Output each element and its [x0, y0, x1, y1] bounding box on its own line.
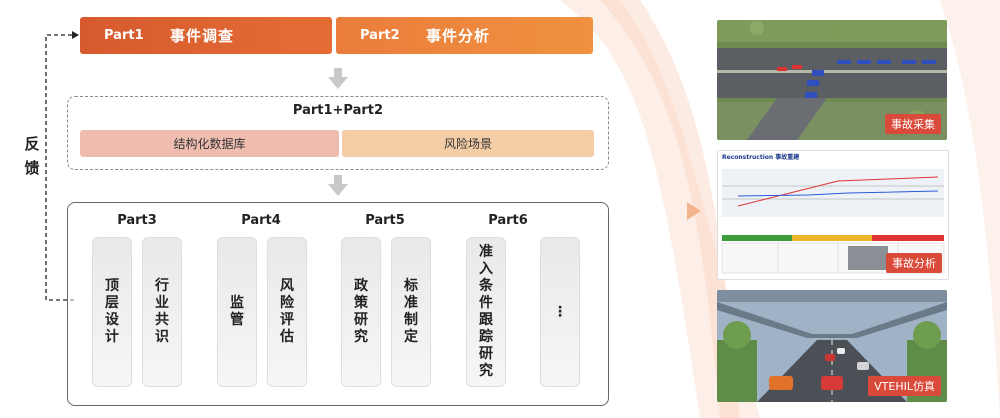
- part1-bar: Part1 事件调查: [80, 17, 332, 54]
- part6-label: Part6: [488, 213, 528, 228]
- accident-collection-photo: 事故采集: [717, 20, 947, 140]
- photo2-header: Reconstruction 事故重建: [722, 153, 800, 161]
- feedback-loop-arrow: [45, 31, 79, 301]
- feedback-label: 反 馈: [22, 132, 42, 180]
- pill-label: 行业共识: [155, 278, 169, 345]
- risk-scenario-chip: 风险场景: [342, 130, 594, 157]
- part2-bar: Part2 事件分析: [336, 17, 593, 54]
- pill-label: 标准制定: [404, 278, 418, 345]
- combined-title: Part1+Part2: [292, 103, 384, 118]
- accident-analysis-photo: Reconstruction 事故重建 事故分析: [717, 150, 949, 280]
- feedback-char-1: 反: [24, 135, 40, 153]
- pill-label: 准入条件跟踪研究: [479, 244, 493, 379]
- down-arrow-icon: [328, 175, 348, 196]
- part1-title: 事件调查: [170, 27, 235, 45]
- photo1-label: 事故采集: [885, 114, 941, 134]
- part1-number: Part1: [104, 28, 144, 43]
- feedback-char-2: 馈: [24, 159, 40, 177]
- part3-label: Part3: [117, 213, 157, 228]
- pill-label: 风险评估: [280, 278, 294, 345]
- part2-number: Part2: [360, 28, 400, 43]
- photo3-label: VTEHIL仿真: [868, 376, 941, 396]
- part4-label: Part4: [241, 213, 281, 228]
- combined-part1-part2-box: Part1+Part2 结构化数据库 风险场景: [67, 96, 609, 170]
- pill-label: 政策研究: [354, 278, 368, 345]
- pill-label: 顶层设计: [105, 278, 119, 345]
- pill-more: ⋮: [540, 237, 580, 387]
- pill-access-tracking-research: 准入条件跟踪研究: [466, 237, 506, 387]
- photo2-label: 事故分析: [886, 253, 942, 273]
- more-icon: ⋮: [553, 303, 567, 320]
- structured-database-chip: 结构化数据库: [80, 130, 339, 157]
- pill-supervision: 监管: [217, 237, 257, 387]
- pill-industry-consensus: 行业共识: [142, 237, 182, 387]
- pill-policy-research: 政策研究: [341, 237, 381, 387]
- pill-top-level-design: 顶层设计: [92, 237, 132, 387]
- part5-label: Part5: [365, 213, 405, 228]
- down-arrow-icon: [328, 68, 348, 89]
- pill-risk-assessment: 风险评估: [267, 237, 307, 387]
- pill-label: 监管: [230, 295, 244, 328]
- part2-title: 事件分析: [426, 27, 491, 45]
- pill-standard-setting: 标准制定: [391, 237, 431, 387]
- right-arrow-icon: [687, 202, 701, 220]
- applications-box: Part3 Part4 Part5 Part6 顶层设计 行业共识 监管 风险评…: [67, 202, 609, 406]
- vtehil-simulation-photo: VTEHIL仿真: [717, 290, 947, 402]
